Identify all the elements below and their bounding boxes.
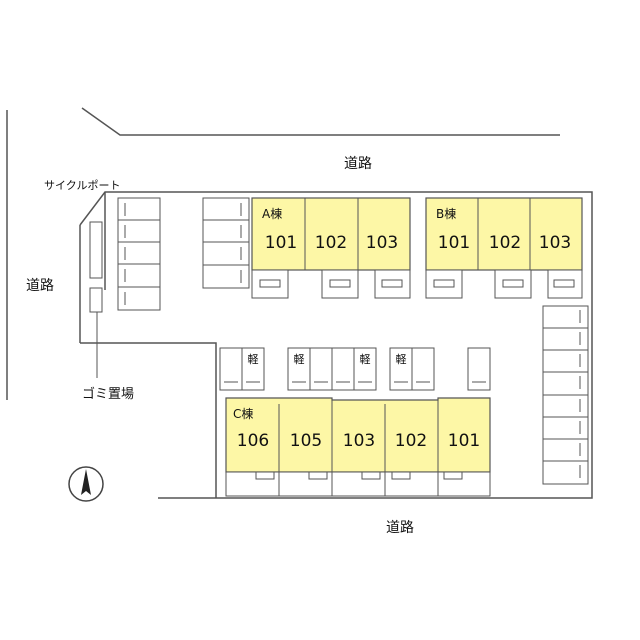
building-a bbox=[251, 197, 411, 299]
kei-label: 軽 bbox=[396, 353, 407, 366]
garbage-area bbox=[89, 287, 103, 313]
unit-a-101[interactable]: 101 bbox=[265, 233, 297, 253]
unit-c-102[interactable]: 102 bbox=[395, 431, 427, 451]
unit-b-102[interactable]: 102 bbox=[489, 233, 521, 253]
parking-east bbox=[542, 305, 589, 485]
site-boundary bbox=[79, 191, 593, 499]
unit-c-101[interactable]: 101 bbox=[448, 431, 480, 451]
parking-west-1 bbox=[117, 197, 161, 311]
parking-middle bbox=[219, 347, 491, 391]
garbage-label: ゴミ置場 bbox=[82, 386, 134, 402]
kei-label: 軽 bbox=[360, 353, 371, 366]
unit-c-103[interactable]: 103 bbox=[343, 431, 375, 451]
building-a-label: A棟 bbox=[262, 206, 282, 221]
north-arrow-icon bbox=[68, 466, 104, 502]
unit-b-101[interactable]: 101 bbox=[438, 233, 470, 253]
parking-west-2 bbox=[202, 197, 250, 289]
building-b bbox=[425, 197, 583, 299]
building-c-label: C棟 bbox=[233, 406, 253, 421]
unit-c-105[interactable]: 105 bbox=[290, 431, 322, 451]
unit-a-103[interactable]: 103 bbox=[366, 233, 398, 253]
road-west-label: 道路 bbox=[26, 278, 54, 294]
building-c bbox=[225, 397, 491, 497]
north-road-edge bbox=[81, 107, 560, 136]
unit-c-106[interactable]: 106 bbox=[237, 431, 269, 451]
kei-label: 軽 bbox=[294, 353, 305, 366]
kei-label: 軽 bbox=[248, 353, 259, 366]
building-b-label: B棟 bbox=[436, 206, 456, 221]
unit-b-103[interactable]: 103 bbox=[539, 233, 571, 253]
road-south-label: 道路 bbox=[386, 520, 414, 536]
cycle-port-label: サイクルポート bbox=[44, 179, 120, 192]
road-north-label: 道路 bbox=[344, 156, 372, 172]
cycle-port-structure bbox=[89, 221, 103, 279]
unit-a-102[interactable]: 102 bbox=[315, 233, 347, 253]
